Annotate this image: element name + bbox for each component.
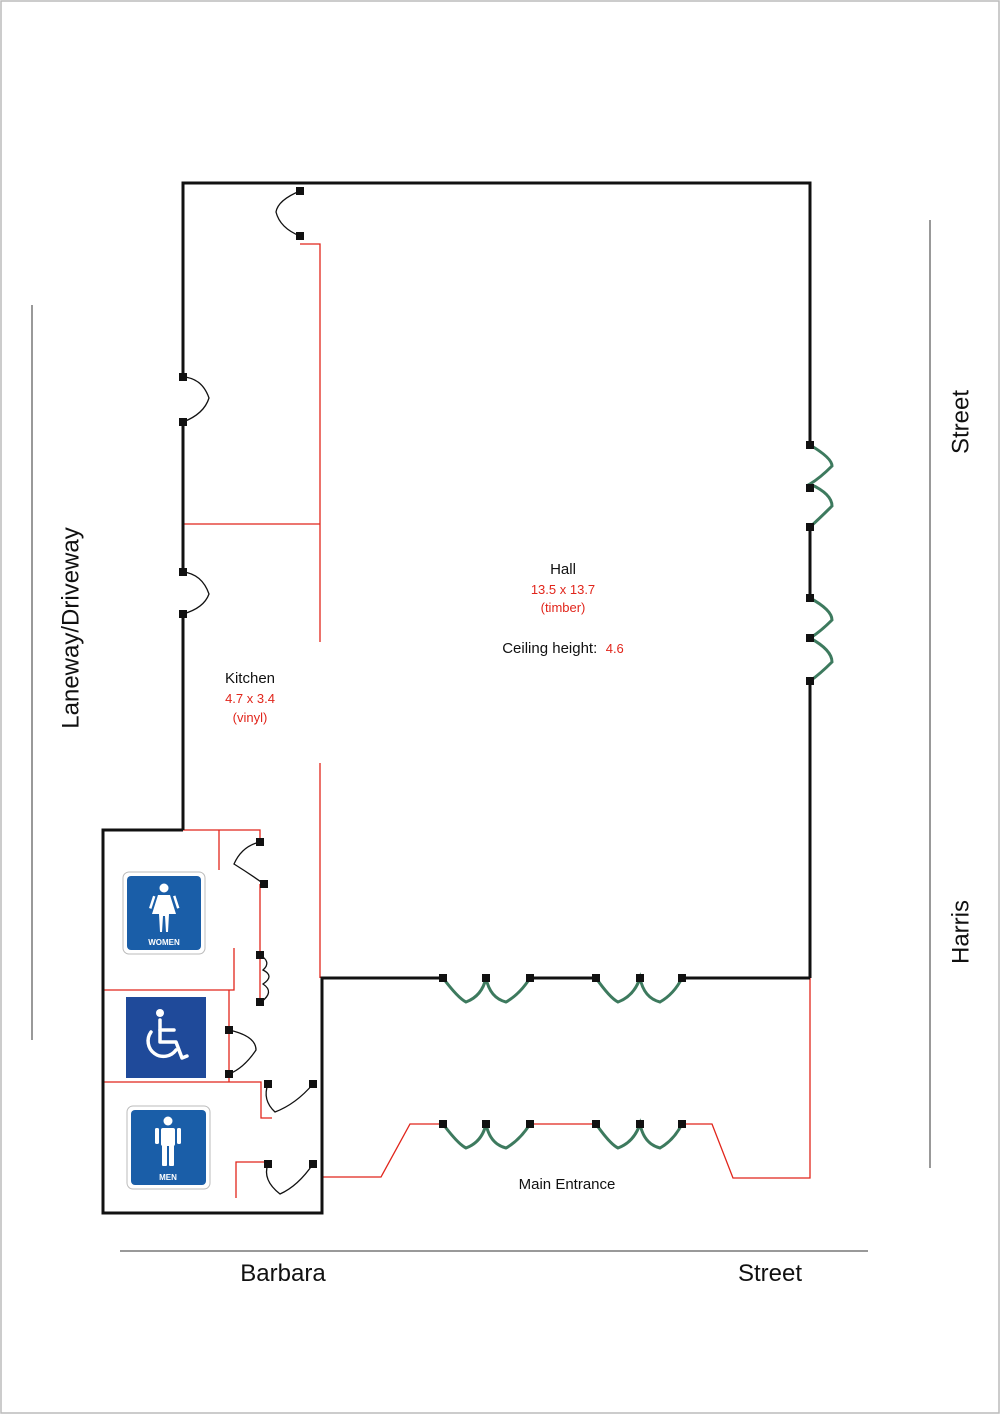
hall-label: Hall 13.5 x 13.7 (timber) Ceiling height… bbox=[502, 561, 624, 657]
hall-ceiling-label: Ceiling height: bbox=[502, 640, 597, 657]
man-icon bbox=[155, 1116, 181, 1166]
accessible-sign bbox=[126, 997, 206, 1078]
exterior-walls bbox=[101, 181, 812, 1215]
laneway-label: Laneway/Driveway bbox=[57, 527, 84, 728]
interior-partitions bbox=[103, 243, 811, 1198]
kitchen-floor: (vinyl) bbox=[233, 710, 268, 725]
wheelchair-icon bbox=[146, 1009, 189, 1060]
hall-name: Hall bbox=[550, 561, 576, 578]
men-sign: MEN bbox=[126, 1105, 211, 1190]
women-sign-label: WOMEN bbox=[148, 938, 180, 947]
door-jambs bbox=[179, 187, 814, 1168]
women-sign: WOMEN bbox=[122, 871, 206, 955]
main-entrance-label: Main Entrance bbox=[519, 1176, 616, 1193]
harris-label: Harris bbox=[947, 900, 974, 964]
kitchen-dimensions: 4.7 x 3.4 bbox=[225, 691, 275, 706]
single-doors bbox=[182, 190, 314, 1195]
hall-dimensions: 13.5 x 13.7 bbox=[531, 582, 595, 597]
hall-floor: (timber) bbox=[541, 600, 586, 615]
men-sign-label: MEN bbox=[159, 1173, 177, 1182]
kitchen-name: Kitchen bbox=[225, 670, 275, 687]
barbara-label: Barbara bbox=[240, 1260, 326, 1287]
hall-ceiling: Ceiling height: 4.6 bbox=[502, 640, 624, 657]
harris-street-label: Street bbox=[947, 390, 974, 454]
barbara-street-label: Street bbox=[738, 1260, 802, 1287]
kitchen-label: Kitchen 4.7 x 3.4 (vinyl) bbox=[225, 670, 275, 725]
hall-ceiling-value: 4.6 bbox=[606, 641, 624, 656]
woman-icon bbox=[149, 883, 180, 932]
